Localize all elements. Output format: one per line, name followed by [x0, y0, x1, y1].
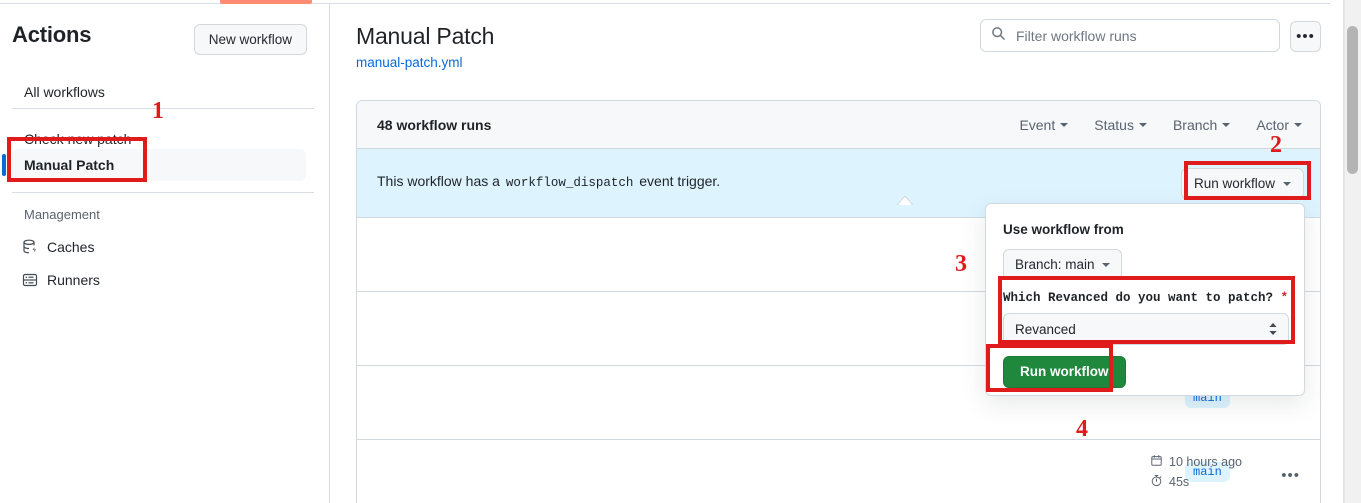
- sidebar-item-all-workflows[interactable]: All workflows: [12, 76, 306, 108]
- dispatch-event-code: workflow_dispatch: [505, 176, 634, 190]
- chevron-down-icon: [1222, 122, 1231, 127]
- branch-select-button[interactable]: Branch: main: [1003, 249, 1122, 280]
- chevron-down-icon: [1294, 122, 1302, 127]
- required-marker: *: [1280, 291, 1289, 305]
- run-workflow-button-label: Run workflow: [1193, 176, 1275, 191]
- dispatch-banner-text: This workflow has a workflow_dispatch ev…: [377, 173, 720, 190]
- main-content: Manual Patch manual-patch.yml ••• 48 wor…: [331, 4, 1330, 503]
- run-timestamp: 10 hours ago: [1150, 454, 1242, 470]
- server-icon: [22, 272, 38, 288]
- sidebar-divider-2: [12, 192, 314, 193]
- sidebar-item-runners[interactable]: Runners: [22, 272, 100, 288]
- run-workflow-submit-button[interactable]: Run workflow: [1003, 356, 1126, 388]
- search-icon: [991, 26, 1006, 46]
- sidebar-item-label: Manual Patch: [24, 157, 115, 173]
- run-timestamp-text: 10 hours ago: [1169, 455, 1242, 469]
- chevron-down-icon: [1138, 122, 1147, 127]
- workflow-runs-header: 48 workflow runs Event Status Branch: [357, 101, 1320, 149]
- filter-label: Actor: [1256, 116, 1289, 133]
- sidebar: Actions New workflow All workflows Check…: [0, 4, 330, 503]
- branch-badge[interactable]: main: [1185, 462, 1230, 482]
- patch-input-label: Which Revanced do you want to patch? *: [1003, 291, 1288, 305]
- filter-workflow-runs-search[interactable]: [980, 19, 1280, 52]
- branch-select-label: Branch: main: [1015, 257, 1095, 272]
- filter-label: Event: [1019, 116, 1056, 133]
- workflow-runs-count: 48 workflow runs: [377, 116, 492, 133]
- dropdown-arrow: [897, 196, 913, 205]
- sidebar-divider-1: [12, 108, 314, 109]
- filter-branch[interactable]: Branch: [1172, 116, 1231, 133]
- page-title: Manual Patch: [356, 23, 495, 49]
- run-workflow-dropdown-panel: Use workflow from Branch: main Which Rev…: [985, 203, 1305, 396]
- patch-target-select[interactable]: Revanced: [1003, 313, 1289, 345]
- filter-status[interactable]: Status: [1094, 117, 1147, 133]
- page-overflow-menu-button[interactable]: •••: [1290, 21, 1321, 52]
- dispatch-text-before: This workflow has a: [377, 173, 500, 189]
- page-scrollbar[interactable]: [1344, 0, 1361, 503]
- calendar-icon: [1150, 454, 1163, 470]
- stopwatch-icon: [1150, 474, 1163, 490]
- patch-input-label-text: Which Revanced do you want to patch?: [1003, 291, 1274, 305]
- content-right-border: [1343, 0, 1344, 503]
- run-workflow-dropdown-button[interactable]: Run workflow: [1180, 168, 1304, 199]
- filter-label: Status: [1094, 116, 1134, 133]
- use-workflow-from-label: Use workflow from: [1003, 222, 1124, 237]
- sidebar-item-manual-patch[interactable]: Manual Patch: [2, 149, 306, 181]
- search-input[interactable]: [1014, 26, 1269, 45]
- sidebar-item-label: Caches: [47, 239, 95, 255]
- chevron-down-icon: [1060, 122, 1069, 127]
- filter-group: Event Status Branch Actor: [1019, 117, 1302, 133]
- workflow-file-link[interactable]: manual-patch.yml: [356, 55, 463, 70]
- chevron-down-icon: [1283, 181, 1291, 186]
- sidebar-item-label: Check new patch: [24, 131, 132, 147]
- run-duration: 45s: [1150, 474, 1242, 490]
- sidebar-item-label: All workflows: [24, 84, 105, 100]
- run-duration-text: 45s: [1169, 475, 1190, 489]
- sidebar-item-caches[interactable]: Caches: [22, 239, 94, 255]
- chevron-down-icon: [1101, 262, 1110, 267]
- table-row[interactable]: main 10 hours ago: [357, 440, 1320, 503]
- top-divider: [0, 3, 1330, 4]
- cache-icon: [22, 239, 38, 255]
- dispatch-text-after: event trigger.: [639, 173, 721, 189]
- filter-event[interactable]: Event: [1019, 116, 1069, 133]
- patch-target-value: Revanced: [1015, 321, 1076, 337]
- row-overflow-menu-button[interactable]: •••: [1281, 467, 1300, 484]
- scrollbar-thumb[interactable]: [1347, 26, 1358, 174]
- sidebar-item-label: Runners: [47, 272, 100, 288]
- run-meta: 10 hours ago 45s: [1150, 454, 1242, 490]
- filter-actor[interactable]: Actor: [1256, 117, 1302, 133]
- sidebar-title: Actions: [12, 22, 92, 47]
- filter-label: Branch: [1172, 116, 1218, 133]
- stepper-icon: [1268, 322, 1278, 336]
- active-tab-indicator: [220, 0, 312, 4]
- new-workflow-button[interactable]: New workflow: [193, 24, 307, 55]
- management-section-label: Management: [24, 207, 100, 222]
